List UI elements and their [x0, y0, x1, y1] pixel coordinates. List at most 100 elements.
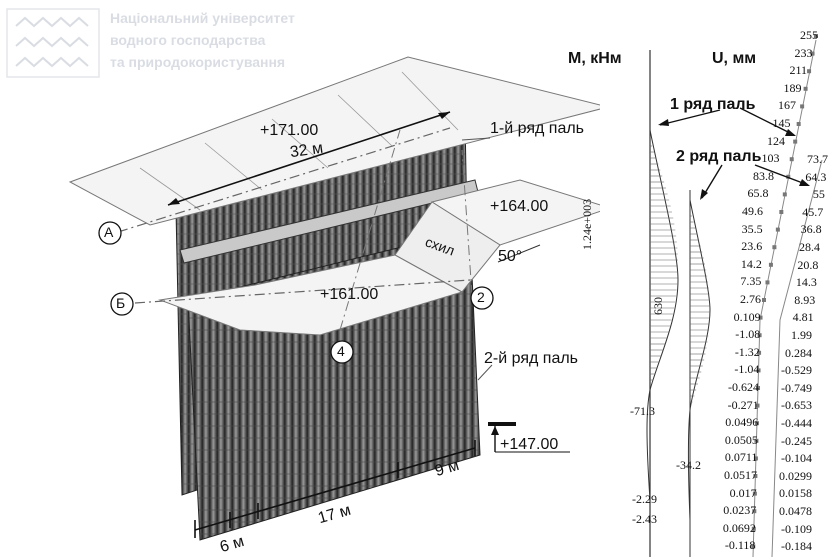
u-row2-value-21: -0.109 [781, 521, 812, 536]
u-row2-value-12: -0.529 [781, 363, 812, 378]
u-row1-value-23: 0.0505 [724, 432, 758, 447]
u-row1-point [772, 245, 777, 250]
diagrams-svg [646, 34, 823, 557]
u-row1-point [793, 139, 798, 144]
moment-row1-max-label: 1.24e+003 [580, 198, 594, 250]
u-row1-value-17: -1.08 [735, 327, 761, 342]
u-row2-value-7: 14.3 [795, 275, 817, 290]
moment-axis-title: M, кНм [568, 50, 622, 67]
u-row2-value-9: 4.81 [792, 310, 814, 325]
moment-row2-max-label: 630 [651, 297, 665, 315]
u-row2-value-19: 0.0158 [779, 486, 812, 501]
row-2-piles-label: 2-й ряд паль [484, 350, 579, 367]
u-row2-value-3: 45.7 [802, 204, 824, 219]
moment-min-2-label: -34.2 [676, 458, 701, 472]
u-row1-value-3: 189 [783, 80, 802, 95]
u-row1-value-11: 35.5 [741, 221, 763, 236]
u-row2-value-1: 64.3 [805, 169, 827, 184]
u-row1-value-12: 23.6 [741, 239, 763, 254]
marker-a [98, 221, 122, 245]
u-row1-value-9: 65.8 [747, 186, 769, 201]
u-row1-value-2: 211 [789, 63, 807, 78]
u-row1-value-4: 167 [778, 98, 796, 113]
u-row2-value-6: 20.8 [797, 257, 819, 272]
u-row1-point [768, 262, 773, 267]
u-row1-point [775, 227, 780, 232]
u-row2-value-16: -0.245 [781, 433, 812, 448]
marker-4-label: 4 [337, 343, 345, 359]
elevation-161-label: +161.00 [320, 286, 379, 303]
u-row1-point [753, 474, 758, 478]
u-row1-point [789, 157, 794, 162]
u-row1-value-28: 0.0692 [722, 520, 756, 535]
u-row2-value-15: -0.444 [781, 416, 812, 430]
logo-line-1: Національний університет [110, 10, 295, 26]
u-row2-value-20: 0.0478 [779, 504, 812, 518]
u-row1-point [786, 174, 791, 179]
u-row1-point [752, 491, 757, 496]
moment-curve-row1 [646, 129, 679, 501]
u-row1-value-15: 2.76 [740, 292, 761, 306]
u-row1-point [756, 368, 761, 373]
u-row1-point [751, 526, 756, 531]
logo-line-2: водного господарства [110, 32, 266, 48]
row-1-pointer-label: 1 ряд паль [670, 96, 756, 113]
row-2-pointer-label: 2 ряд паль [676, 148, 762, 165]
u-row1-value-24: 0.0711 [724, 450, 758, 465]
u-row2-value-10: 1.99 [791, 328, 812, 342]
section-line-a [117, 127, 451, 233]
u-row1-value-0: 255 [800, 28, 818, 42]
u-row1-point [754, 438, 759, 443]
u-row2-value-8: 8.93 [794, 292, 816, 307]
marker-2-label: 2 [477, 289, 485, 305]
marker-b [110, 292, 134, 316]
u-row1-value-13: 14.2 [740, 256, 762, 271]
u-row1-point [765, 280, 770, 285]
u-row1-point [796, 122, 801, 126]
elevation-164-label: +164.00 [490, 198, 549, 215]
u-row1-value-20: -0.624 [728, 380, 759, 394]
elevation-147-label: +147.00 [500, 436, 559, 453]
marker-b-label: Б [116, 295, 126, 311]
u-row2-value-5: 28.4 [799, 240, 820, 254]
u-row1-point [761, 298, 766, 302]
u-row1-point [782, 192, 787, 197]
top-surface [68, 56, 600, 226]
u-row1-point [751, 544, 756, 549]
u-row1-value-29: -0.118 [724, 538, 756, 553]
u-row2-value-0: 73.7 [807, 152, 828, 166]
u-row1-value-21: -0.271 [727, 397, 759, 412]
u-row1-value-10: 49.6 [742, 204, 763, 218]
u-row1-point [757, 333, 762, 338]
marker-a-label: А [104, 224, 114, 240]
row-1-piles-label: 1-й ряд паль [490, 120, 585, 137]
u-row1-value-25: 0.0517 [724, 468, 757, 482]
moment-min-1-label: -71.3 [630, 404, 655, 418]
u-row1-value-19: -1.04 [734, 362, 760, 377]
section-line-b [134, 279, 471, 304]
logo-line-3: та природокористування [110, 54, 286, 70]
u-row1-value-7: 103 [761, 151, 780, 166]
u-row1-point [807, 69, 812, 74]
u-row1-point [810, 51, 815, 56]
u-row1-value-14: 7.35 [740, 274, 762, 289]
u-row2-value-2: 55 [812, 187, 825, 202]
berm-161 [158, 254, 464, 336]
u-row1-value-8: 83.8 [753, 168, 774, 183]
u-row1-point [756, 386, 761, 390]
u-row2-value-22: -0.184 [781, 539, 812, 554]
marker-4 [330, 340, 354, 364]
u-row1-value-27: 0.0237 [723, 503, 757, 518]
u-row1-point [800, 104, 805, 109]
u-row1-point [758, 315, 763, 320]
displacement-axis-title: U, мм [712, 50, 757, 67]
moment-bottom-1-label: -2.29 [632, 492, 657, 506]
u-row1-value-18: -1.32 [734, 344, 760, 359]
u-row1-point [754, 421, 759, 426]
u-row1-point [779, 210, 784, 214]
u-row1-point [753, 456, 758, 461]
u-row1-value-1: 233 [794, 45, 813, 60]
u-row2-value-17: -0.104 [781, 451, 812, 466]
u-row1-point [757, 350, 762, 355]
